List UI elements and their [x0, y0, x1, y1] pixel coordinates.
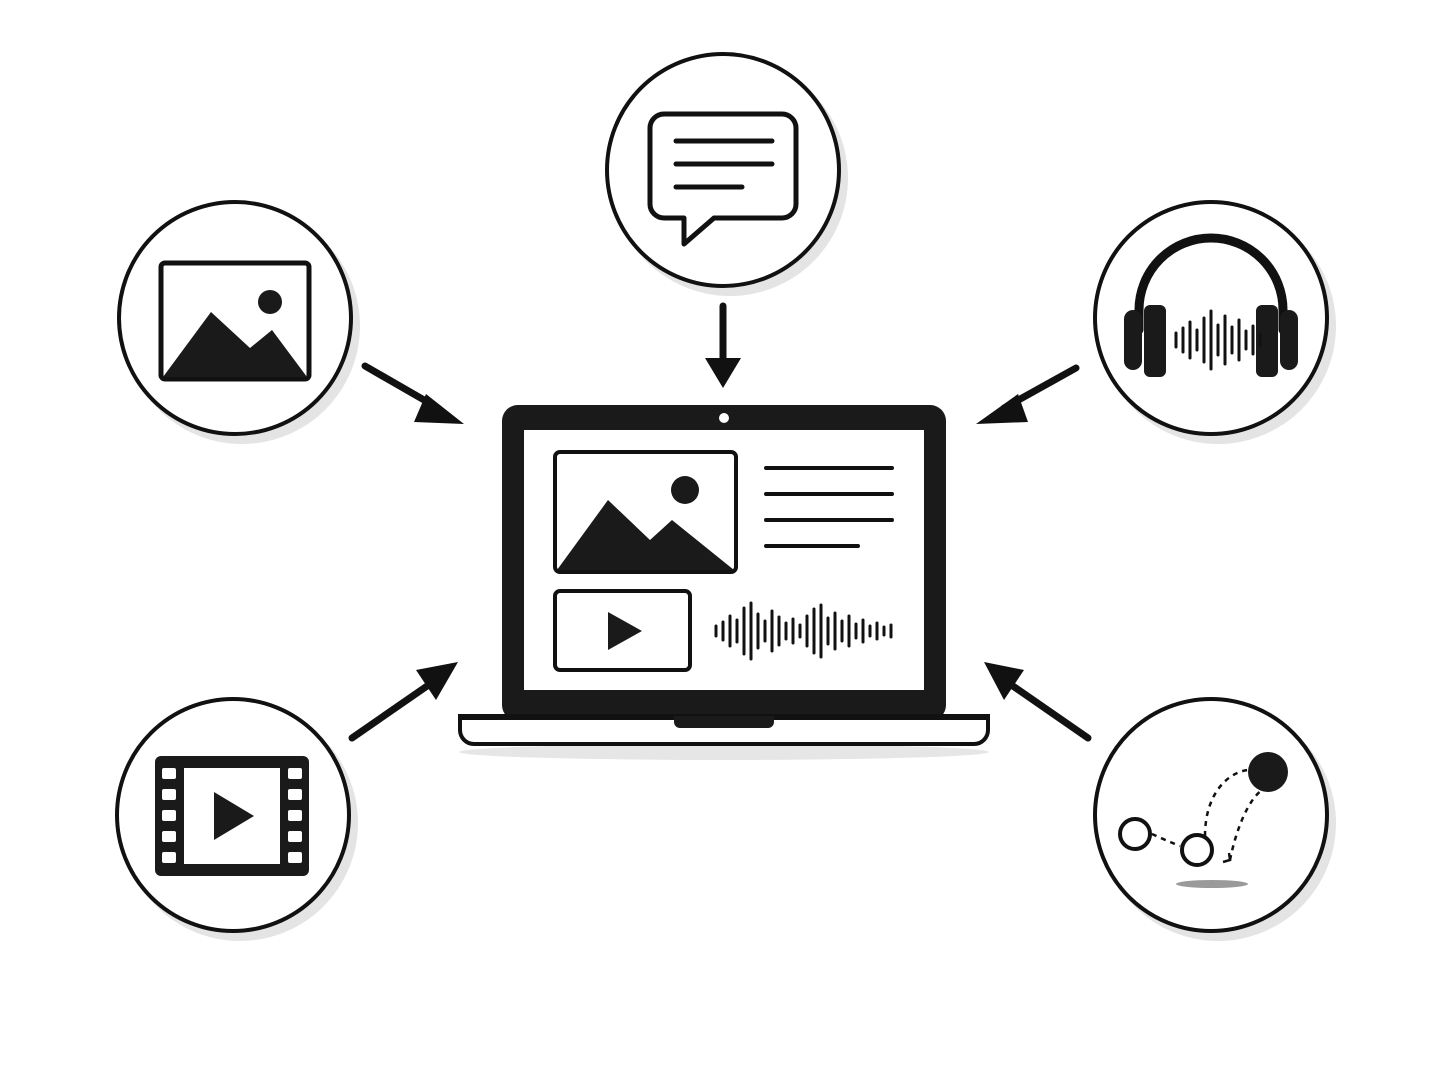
text-source-node — [605, 52, 841, 288]
chat-bubble-icon — [647, 111, 799, 247]
arrow-image-to-laptop — [361, 362, 464, 424]
arrow-video-to-laptop — [348, 662, 458, 742]
landscape-image-icon — [158, 260, 312, 382]
screen-audio-waveform-icon — [714, 601, 893, 661]
image-source-node — [117, 200, 353, 436]
headphones-waveform-icon — [1124, 233, 1298, 377]
screen-image-icon — [553, 450, 738, 574]
film-strip-play-icon — [155, 756, 309, 876]
bouncing-ball-motion-icon — [1118, 752, 1288, 888]
screen-video-play-icon — [553, 589, 692, 672]
audio-source-node — [1093, 200, 1329, 436]
motion-source-node — [1093, 697, 1329, 933]
laptop-icon — [458, 405, 990, 760]
screen-text-lines-icon — [764, 466, 894, 548]
arrows — [348, 302, 1092, 742]
arrow-text-to-laptop — [705, 302, 741, 388]
arrow-motion-to-laptop — [984, 662, 1092, 742]
video-source-node — [115, 697, 351, 933]
arrow-audio-to-laptop — [976, 364, 1080, 424]
